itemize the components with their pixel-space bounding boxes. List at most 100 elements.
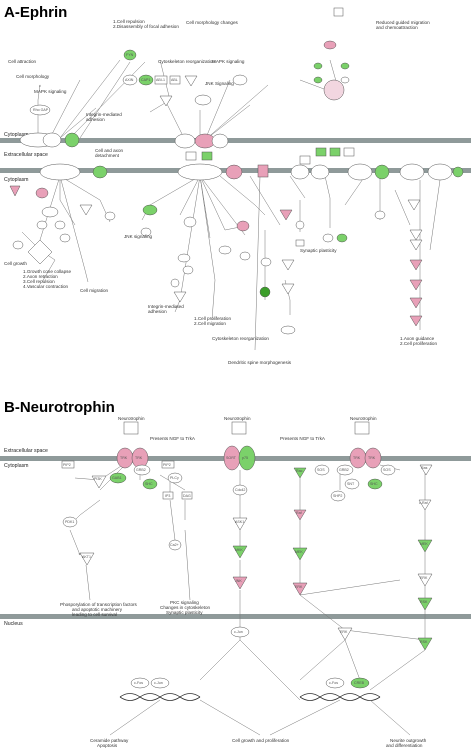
note-b-7: leading to cell survival — [72, 612, 117, 617]
panel-a: A-Ephrin Cytoplasm Extracellular space C… — [0, 4, 471, 365]
node-label-cdc42: Cdc42 — [235, 488, 245, 492]
note-b-2: Neurotrophin — [224, 416, 251, 421]
node-rac — [293, 467, 307, 479]
node-mkk — [232, 545, 248, 559]
node-cluster-right — [323, 79, 345, 101]
node-neurotrophin-2 — [231, 421, 247, 435]
note-b-5: Phosporylation of transcription factors — [60, 602, 138, 607]
node-cap1 — [138, 74, 154, 86]
note-a-22: Integrin-mediated — [148, 304, 184, 309]
note-a-29: 1.Axon guidance — [400, 336, 435, 341]
compartment-extracellular-b: Extracellular space — [4, 448, 48, 454]
node-rgs3 — [232, 74, 248, 86]
node-axin — [122, 74, 138, 86]
note-a-21: JNK signaling — [124, 234, 153, 239]
node-label-shc-right: SHC — [370, 482, 378, 486]
node-label-trk-1b: TRK — [135, 456, 143, 460]
node-craf — [418, 499, 432, 511]
note-b-12: Apoptosis — [97, 743, 118, 748]
node-cfos-left — [130, 677, 150, 689]
node-erk-right — [417, 573, 433, 587]
node-green-a1 — [64, 132, 80, 148]
node-label-trk-3a: TRK — [353, 456, 361, 460]
node-shc-right — [367, 478, 383, 490]
notes-a: 1.Cell repulsion 2.Disassembly of focal … — [4, 19, 437, 365]
node-label-ask1: ASK1 — [235, 520, 244, 524]
note-a-14: detachment — [95, 153, 120, 158]
node-rsk-cyto — [417, 597, 433, 611]
note-a-28: Synaptic plasticity — [300, 248, 337, 253]
note-a-19: 4.Vascular contraction — [23, 284, 69, 289]
node-shc-left — [142, 478, 158, 490]
note-a-25: 2.Cell migration — [194, 321, 226, 326]
compartment-nucleus-b: Nucleus — [4, 621, 23, 627]
node-rhogap-top — [29, 104, 51, 116]
node-cjun-nuc — [150, 677, 170, 689]
node-cfos-right — [325, 677, 345, 689]
node-grb2-left — [133, 464, 151, 476]
node-label-ca2: Ca2+ — [170, 543, 179, 547]
node-label-pip2-left: PIP2 — [63, 463, 71, 467]
node-ca2 — [168, 539, 182, 551]
node-label-cfos-right: c-Fos — [329, 681, 338, 685]
node-label-creb: CREB — [354, 681, 365, 685]
node-label-rsk-nuc: RSK — [420, 640, 428, 644]
edges-b — [69, 459, 426, 701]
node-label-sort: SORT — [226, 456, 237, 460]
node-pdk1 — [62, 516, 78, 528]
note-a-30: 2.Cell proliferation — [400, 341, 437, 346]
node-fgf1 — [185, 151, 197, 161]
node-label-dag: DAG — [183, 494, 191, 498]
node-label-pdk1: PDK1 — [65, 520, 74, 524]
node-mek-right — [417, 539, 433, 553]
node-label-grb2-left: GRB2 — [136, 468, 146, 472]
node-neurotrophin-1 — [123, 421, 139, 435]
note-a-9: MAPK signaling — [34, 89, 67, 94]
node-label-rhogap-top: Rho GAP — [33, 108, 49, 112]
panel-b: B-Neurotrophin Extracellular space Cytop… — [0, 399, 471, 748]
note-a-3: Cytoskeleton reorganization — [158, 59, 215, 64]
node-label-grb2-right: GRB2 — [339, 468, 349, 472]
note-a-5: Reduced guided migration — [376, 20, 430, 25]
node-label-mek-left: MEK — [295, 550, 303, 554]
note-b-3: Presents NGF to TrkA — [280, 436, 326, 441]
node-grb4 — [159, 95, 173, 107]
node-snt — [344, 478, 360, 490]
node-label-erk-right: ERK — [420, 576, 428, 580]
note-b-0: Neurotrophin — [118, 416, 145, 421]
node-ephrin-a — [39, 163, 81, 181]
note-a-10: Integrin-mediated — [86, 112, 122, 117]
note-a-20: Cell growth — [4, 261, 27, 266]
note-a-26: Cytoskeleton reorganization — [212, 336, 269, 341]
node-rtk-a — [174, 133, 196, 149]
note-b-1: Presents NGF to TrkA — [150, 436, 196, 441]
note-a-0: 1.Cell repulsion — [113, 19, 145, 24]
node-label-pip2-mid: PIP2 — [163, 463, 171, 467]
node-pink-top — [323, 40, 337, 50]
node-plcg — [167, 472, 183, 484]
node-abi1 — [154, 75, 168, 85]
node-label-cjun-cyto: c-Jun — [234, 630, 243, 634]
node-label-snt: SNT — [347, 482, 355, 486]
node-fyn — [123, 49, 137, 61]
note-a-6: and chemoattraction — [376, 25, 418, 30]
node-ptpbl — [194, 94, 212, 106]
node-label-ip3: IP3 — [165, 494, 170, 498]
node-label-cap1: CAP1 — [141, 78, 150, 82]
node-jnk — [232, 576, 248, 590]
node-box-top — [333, 7, 344, 17]
note-a-8: Cell morphology — [16, 74, 50, 79]
node-label-pi3k: PI3K — [94, 477, 102, 481]
node-grb2-right — [336, 464, 354, 476]
node-sos-1 — [314, 464, 330, 476]
note-a-1: 2.Disassembly of focal adhesion — [113, 24, 179, 29]
node-label-axin: AXIN — [125, 78, 134, 82]
note-a-16: 1.Growth cone collapse — [23, 269, 71, 274]
note-a-4: MAPK signaling — [212, 59, 245, 64]
node-label-akt1: AKT1 — [82, 555, 91, 559]
node-label-ras-right: Ras — [421, 466, 428, 470]
note-a-15: Cell migration — [80, 288, 109, 293]
note-a-13: Cell and axon — [95, 148, 124, 153]
membrane-a-top — [0, 138, 471, 143]
